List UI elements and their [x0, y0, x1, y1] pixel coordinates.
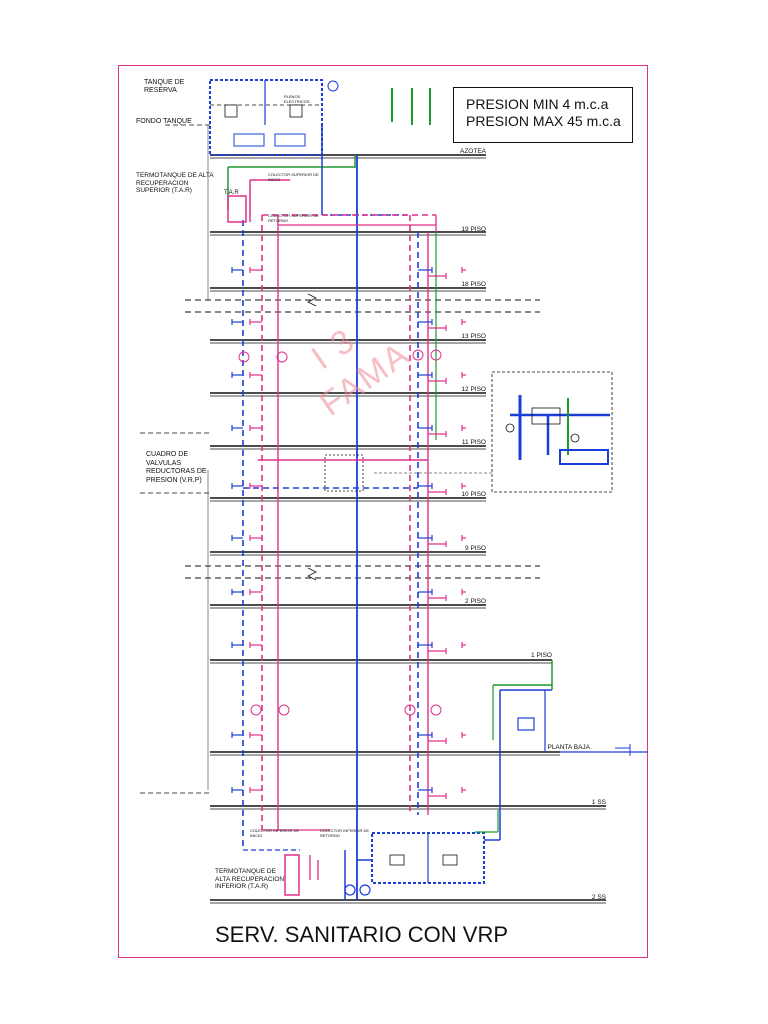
- label-termotanque-inferior: TERMOTANQUE DE ALTA RECUPERACION INFERIO…: [215, 868, 285, 890]
- floor-label: 9 PISO: [465, 545, 486, 552]
- pressure-min: PRESION MIN 4 m.c.a: [466, 96, 609, 112]
- equipment-box: [289, 104, 303, 118]
- label-colector-sup: COLECTOR SUPERIOR DE INICIO: [268, 172, 319, 182]
- pressure-gauge-symbol: [412, 349, 424, 361]
- water-heater-bottom: [284, 854, 300, 896]
- pressure-gauge-symbol: [430, 704, 442, 716]
- water-heater-top: [227, 195, 247, 223]
- label-colector-ret: COLECTOR SUPERIOR DE RETORNO: [268, 213, 319, 223]
- pressure-box: PRESION MIN 4 m.c.a PRESION MAX 45 m.c.a: [453, 87, 633, 143]
- pressure-gauge-symbol: [278, 704, 290, 716]
- floor-label: 19 PISO: [461, 226, 486, 233]
- floor-label: 12 PISO: [461, 386, 486, 393]
- label-fondo-tanque: FONDO TANQUE: [136, 118, 192, 125]
- pressure-gauge-symbol: [430, 349, 442, 361]
- floor-label: AZOTEA: [459, 148, 486, 155]
- break-symbol: [307, 567, 317, 581]
- floor-label: 2 PISO: [465, 598, 486, 605]
- label-tar-top: T.A.R: [224, 190, 239, 196]
- label-colector-inf-ret: COLECTOR INFERIOR DE RETORNO: [320, 828, 370, 838]
- vrp-station: [324, 454, 364, 492]
- floor-label: 1 SS: [591, 799, 606, 806]
- meter-box: [517, 717, 535, 731]
- equipment-box: [389, 854, 405, 866]
- label-plenos: PLENOS ELECTRICOS: [284, 94, 310, 104]
- pump-symbol: [359, 884, 371, 896]
- pressure-gauge-symbol: [505, 423, 515, 433]
- floor-label: 18 PISO: [461, 281, 486, 288]
- floor-label: PLANTA BAJA: [547, 744, 590, 751]
- floor-label: 13 PISO: [461, 333, 486, 340]
- valve-box: [233, 133, 265, 147]
- vrp-manifold: [559, 449, 609, 465]
- pressure-gauge-symbol: [404, 704, 416, 716]
- floor-label: 2 SS: [591, 894, 606, 901]
- label-tanque-reserva: TANQUE DE RESERVA: [144, 79, 185, 94]
- pressure-gauge-symbol: [570, 433, 580, 443]
- drawing-title: SERV. SANITARIO CON VRP: [215, 922, 509, 947]
- floor-label: 1 PISO: [531, 652, 552, 659]
- equipment-box: [224, 104, 238, 118]
- drawing-frame: [118, 65, 648, 958]
- pump-symbol: [344, 884, 356, 896]
- label-termotanque-superior: TERMOTANQUE DE ALTA RECUPERACION SUPERIO…: [136, 172, 214, 194]
- floor-label: 10 PISO: [461, 491, 486, 498]
- break-symbol: [307, 293, 317, 307]
- pressure-gauge-symbol: [276, 351, 288, 363]
- reserve-tank: [209, 79, 323, 156]
- vrp-detail-box: [491, 371, 613, 493]
- pressure-gauge-symbol: [250, 704, 262, 716]
- vrp-valve: [531, 407, 561, 425]
- floor-label: 11 PISO: [461, 439, 486, 446]
- label-cuadro-vrp: CUADRO DE VALVULAS REDUCTORAS DE PRESION…: [146, 451, 207, 484]
- equipment-box: [442, 854, 458, 866]
- label-colector-inf: COLECTOR INFERIOR DE INICIO: [250, 828, 300, 838]
- pressure-max: PRESION MAX 45 m.c.a: [466, 113, 621, 129]
- valve-symbol: [327, 80, 339, 92]
- valve-box: [274, 133, 306, 147]
- pressure-gauge-symbol: [238, 351, 250, 363]
